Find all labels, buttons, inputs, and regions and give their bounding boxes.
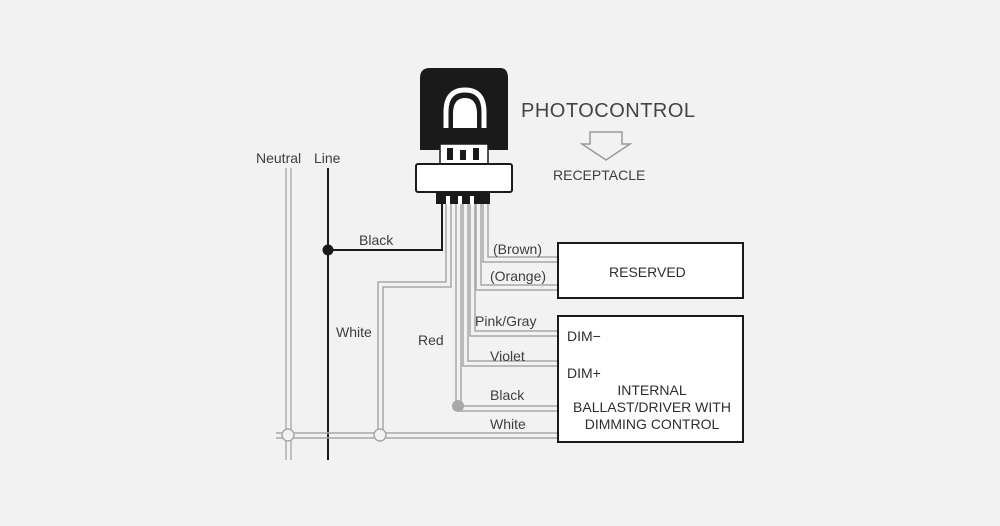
- receptacle-label: RECEPTACLE: [553, 167, 646, 183]
- wire-white-left: [377, 204, 452, 432]
- wire-orange: [475, 204, 560, 291]
- wire-black-top: [328, 204, 443, 251]
- junction-white: [373, 428, 387, 442]
- down-arrow-icon: [579, 131, 633, 161]
- wire-label-violet: Violet: [490, 348, 525, 364]
- wire-label-white-bottom: White: [490, 416, 526, 432]
- driver-line2: BALLAST/DRIVER WITH: [573, 399, 731, 415]
- dim-minus-label: DIM−: [567, 328, 601, 344]
- wire-label-red: Red: [418, 332, 444, 348]
- junction-neutral: [281, 428, 295, 442]
- reserved-label: RESERVED: [609, 264, 686, 280]
- wire-black-bottom: [458, 405, 560, 412]
- junction-line: [322, 244, 334, 256]
- driver-line3: DIMMING CONTROL: [584, 416, 720, 432]
- neutral-label: Neutral: [256, 150, 302, 166]
- wire-label-orange: (Orange): [490, 268, 547, 284]
- wire-label-black-top: Black: [359, 232, 394, 248]
- wire-pink-gray: [469, 204, 560, 337]
- wire-violet: [462, 204, 560, 367]
- wire-label-pink-gray: Pink/Gray: [475, 313, 537, 329]
- reserved-box: [557, 242, 744, 299]
- wire-brown: [482, 204, 560, 263]
- wire-label-white-left: White: [336, 324, 372, 340]
- line-label: Line: [314, 150, 341, 166]
- diagram-title: PHOTOCONTROL: [521, 100, 696, 122]
- neutral-rail: [285, 168, 292, 460]
- driver-box: [557, 315, 744, 443]
- wire-red: [455, 204, 462, 406]
- wire-label-black-bottom: Black: [490, 387, 525, 403]
- dim-plus-label: DIM+: [567, 365, 601, 381]
- receptacle: [415, 163, 513, 206]
- wire-label-brown: (Brown): [493, 241, 543, 257]
- photocontrol-device: [420, 68, 508, 165]
- wire-white-bottom: [276, 432, 560, 439]
- driver-line1: INTERNAL: [617, 382, 687, 398]
